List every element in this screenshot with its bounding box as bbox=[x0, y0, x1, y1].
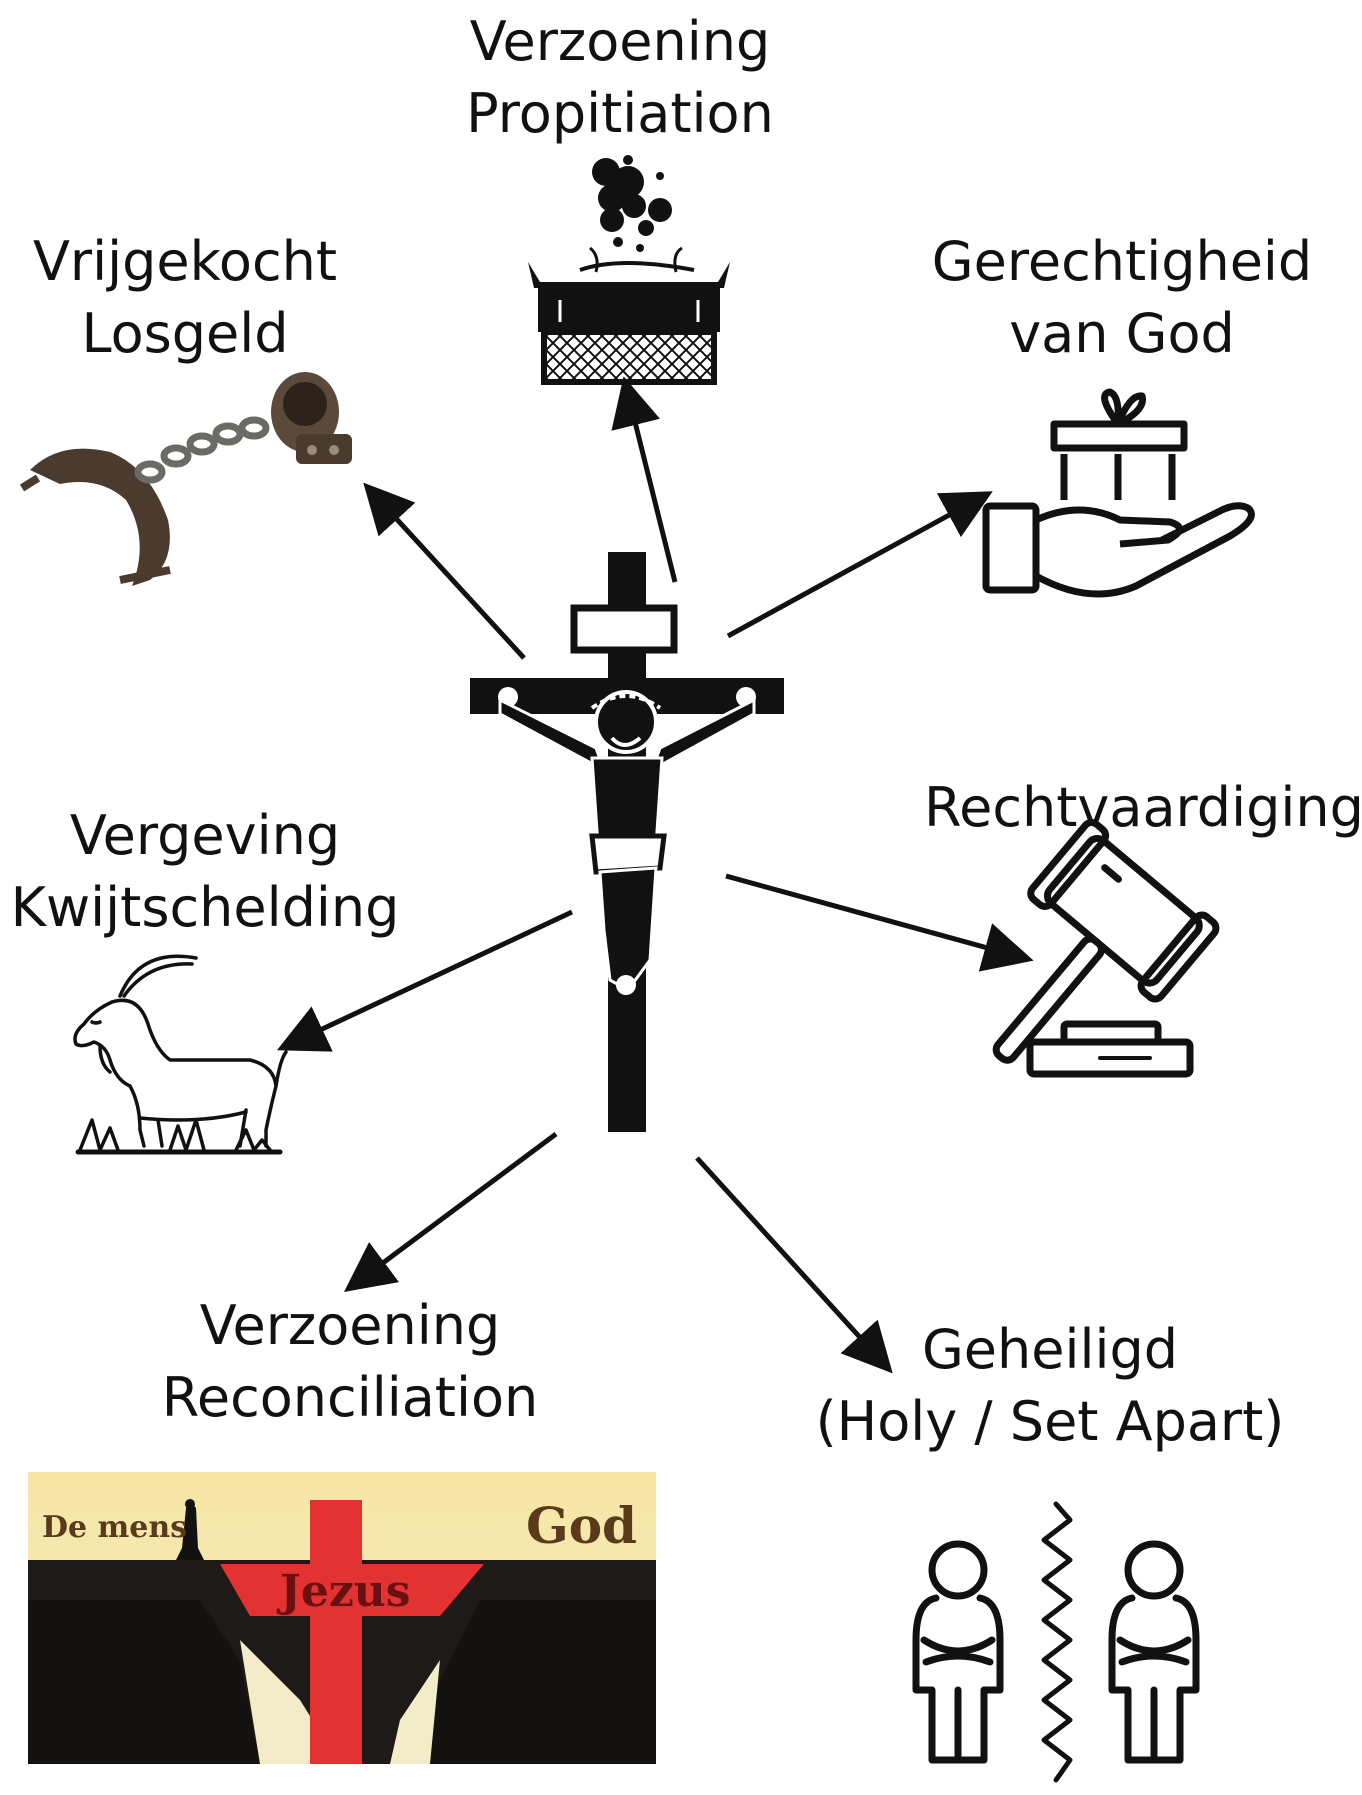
two-people-divided-icon bbox=[916, 1504, 1196, 1780]
label-sanctified-line1: Geheiligd bbox=[790, 1314, 1310, 1386]
label-reconciliation-line1: Verzoening bbox=[150, 1290, 550, 1362]
label-forgiveness-line1: Vergeving bbox=[10, 800, 400, 872]
label-forgiveness: Vergeving Kwijtschelding bbox=[10, 800, 400, 944]
scene-label-god: God bbox=[526, 1496, 637, 1555]
shackles-icon bbox=[22, 372, 352, 586]
crucifix-icon bbox=[470, 552, 784, 1132]
label-propitiation-line1: Verzoening bbox=[420, 6, 820, 78]
arrow-to-ransom bbox=[370, 490, 524, 658]
altar-icon bbox=[528, 155, 730, 382]
gift-hand-icon bbox=[986, 392, 1251, 594]
scene-label-human: De mens bbox=[42, 1510, 187, 1545]
arrow-to-righteousness bbox=[728, 496, 984, 636]
label-justification: Rechtvaardiging bbox=[924, 772, 1354, 844]
label-sanctified-line2: (Holy / Set Apart) bbox=[790, 1386, 1310, 1458]
label-ransom: Vrijgekocht Losgeld bbox=[20, 226, 350, 370]
label-righteousness: Gerechtigheid van God bbox=[922, 226, 1322, 370]
goat-icon bbox=[75, 956, 286, 1152]
scene-label-jesus: Jezus bbox=[280, 1566, 411, 1617]
label-ransom-line2: Losgeld bbox=[20, 298, 350, 370]
label-propitiation-line2: Propitiation bbox=[420, 78, 820, 150]
label-righteousness-line1: Gerechtigheid bbox=[922, 226, 1322, 298]
arrow-to-reconciliation bbox=[352, 1134, 556, 1286]
label-justification-line1: Rechtvaardiging bbox=[924, 772, 1354, 844]
label-reconciliation-line2: Reconciliation bbox=[150, 1362, 550, 1434]
label-forgiveness-line2: Kwijtschelding bbox=[10, 872, 400, 944]
label-sanctified: Geheiligd (Holy / Set Apart) bbox=[790, 1314, 1310, 1458]
arrow-to-justification bbox=[726, 876, 1024, 958]
label-reconciliation: Verzoening Reconciliation bbox=[150, 1290, 550, 1434]
gavel-icon bbox=[936, 819, 1219, 1111]
label-ransom-line1: Vrijgekocht bbox=[20, 226, 350, 298]
label-propitiation: Verzoening Propitiation bbox=[420, 6, 820, 150]
label-righteousness-line2: van God bbox=[922, 298, 1322, 370]
